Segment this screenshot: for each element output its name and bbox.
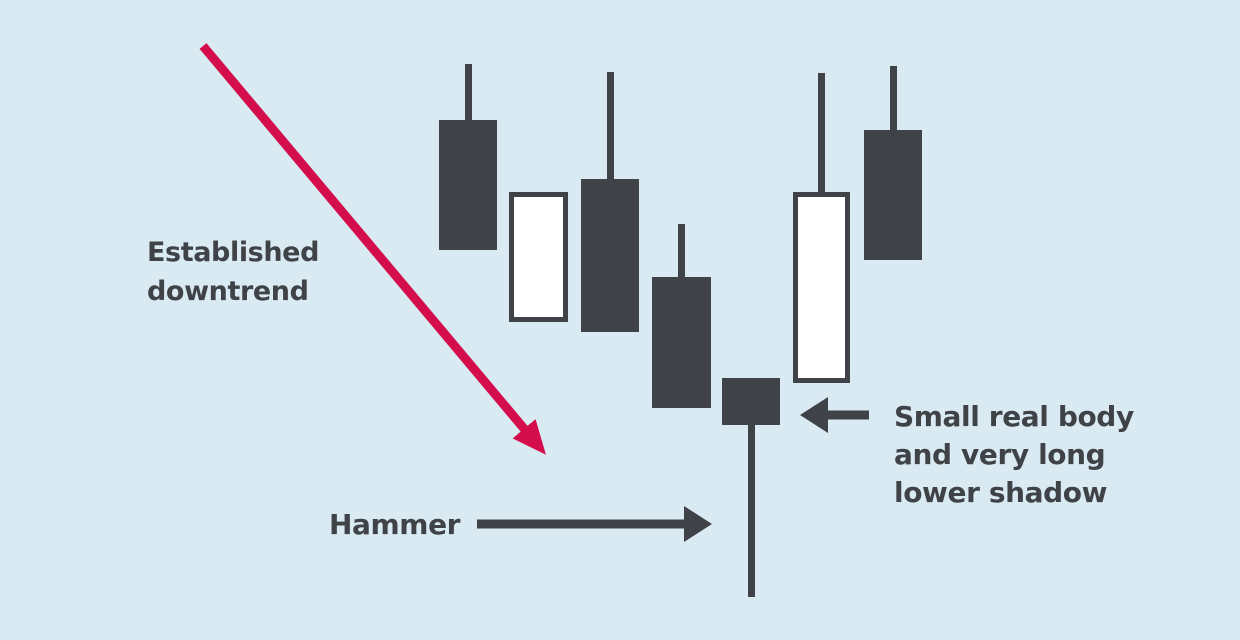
candle-3-bearish-upper-wick (606, 72, 614, 181)
small-body-label: Small real body and very long lower shad… (894, 400, 1134, 509)
candle-4-bearish-upper-wick (678, 224, 685, 279)
candle-3-bearish (581, 179, 639, 332)
hammer-label: Hammer (329, 508, 461, 541)
candle-6-bullish-upper-wick (818, 73, 825, 194)
downtrend-label: Established downtrend (147, 237, 320, 307)
hammer-candle-lower-wick (747, 423, 755, 597)
hammer-candle (722, 378, 780, 425)
candle-1-bearish (439, 120, 497, 250)
candle-4-bearish (652, 277, 711, 408)
candle-2-bullish (509, 192, 568, 322)
candle-7-bearish (864, 130, 922, 260)
candle-6-bullish (793, 192, 850, 383)
candle-1-bearish-upper-wick (464, 64, 472, 122)
candle-7-bearish-upper-wick (889, 66, 897, 132)
